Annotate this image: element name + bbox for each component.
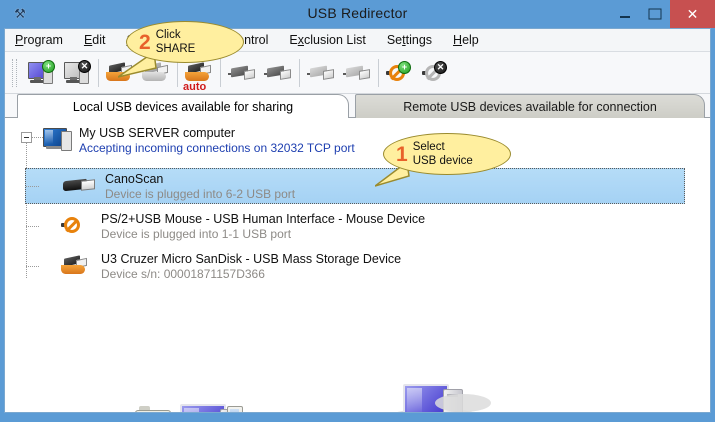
monitor-plus-icon: + bbox=[28, 59, 55, 84]
menu-item-settings[interactable]: Settings bbox=[386, 33, 433, 47]
menu-item-program[interactable]: Program bbox=[15, 33, 63, 47]
usb-plug-icon bbox=[228, 64, 255, 82]
title-bar: ⚒ USB Redirector ✕ bbox=[0, 0, 715, 28]
server-title: My USB SERVER computer bbox=[79, 126, 236, 140]
tree-connector bbox=[26, 143, 27, 278]
tree-connector bbox=[26, 186, 40, 187]
server-status: Accepting incoming connections on 32032 … bbox=[79, 141, 355, 155]
share-usb-device-button[interactable] bbox=[102, 56, 138, 90]
close-button[interactable]: ✕ bbox=[670, 0, 715, 28]
excluded-device-icon bbox=[61, 214, 87, 236]
tree-expander-server[interactable] bbox=[21, 132, 32, 143]
disconnect-device-button[interactable] bbox=[260, 56, 296, 90]
usb-plug-light-icon bbox=[343, 64, 370, 82]
hand-plug-gray-icon bbox=[142, 61, 170, 83]
hand-plug-orange-icon bbox=[106, 61, 134, 83]
tab-remote-usb-devices[interactable]: Remote USB devices available for connect… bbox=[355, 94, 705, 118]
maximize-button[interactable] bbox=[640, 0, 670, 28]
toolbar-separator bbox=[177, 58, 178, 87]
callout-line1: Click bbox=[155, 29, 181, 41]
monitor-remove-icon: ✕ bbox=[64, 59, 91, 84]
device-row-text: U3 Cruzer Micro SanDisk - USB Mass Stora… bbox=[101, 252, 401, 281]
server-computer-icon bbox=[43, 128, 73, 154]
menu-bar: Program Edit Share Remote Control Exclus… bbox=[5, 29, 710, 52]
tab-local-label: Local USB devices available for sharing bbox=[72, 99, 294, 114]
usb-plug-icon bbox=[264, 64, 291, 82]
close-icon: ✕ bbox=[686, 6, 699, 22]
add-to-exclusion-list-button[interactable]: + bbox=[382, 56, 418, 90]
menu-item-exclusion-list[interactable]: Exclusion List bbox=[289, 33, 366, 47]
device-tree: My USB SERVER computer Accepting incomin… bbox=[5, 117, 710, 412]
device-title: U3 Cruzer Micro SanDisk - USB Mass Stora… bbox=[101, 252, 402, 266]
toolbar: + ✕ bbox=[5, 52, 710, 94]
tab-strip: Local USB devices available for sharing … bbox=[5, 94, 710, 118]
callout-line1: Select bbox=[412, 141, 445, 153]
no-sign-plus-icon: + bbox=[386, 60, 412, 84]
callout-select-usb-device: 1 Select USB device bbox=[383, 133, 511, 175]
diagram-shadow bbox=[435, 394, 491, 412]
remove-usb-server-button[interactable]: ✕ bbox=[59, 56, 95, 90]
device-row-text: CanoScan Device is plugged into 6-2 USB … bbox=[105, 172, 295, 201]
server-row-text: My USB SERVER computer Accepting incomin… bbox=[79, 126, 355, 155]
callout-click-share: 2 Click SHARE bbox=[126, 21, 244, 63]
toolbar-grip[interactable] bbox=[12, 58, 17, 87]
device-status: Device is plugged into 1-1 USB port bbox=[101, 227, 292, 241]
hand-plug-auto-icon bbox=[185, 61, 213, 83]
callout-text: Click SHARE bbox=[156, 28, 196, 56]
tree-connector bbox=[26, 226, 40, 227]
connect-device-button[interactable] bbox=[224, 56, 260, 90]
window-controls: ✕ bbox=[610, 0, 715, 28]
tree-connector bbox=[32, 137, 46, 138]
minimize-button[interactable] bbox=[610, 0, 640, 28]
device-status: Device s/n: 00001871157D366 bbox=[101, 267, 265, 281]
minimize-icon bbox=[620, 16, 630, 19]
callout-number: 1 bbox=[396, 142, 408, 166]
add-usb-server-button[interactable]: + bbox=[23, 56, 59, 90]
window-title: USB Redirector bbox=[307, 5, 408, 21]
client-area: Program Edit Share Remote Control Exclus… bbox=[4, 28, 711, 413]
remove-from-exclusion-list-button[interactable]: ✕ bbox=[418, 56, 454, 90]
camcorder-graphic bbox=[135, 406, 179, 412]
device-title: PS/2+USB Mouse - USB Human Interface - M… bbox=[101, 212, 426, 226]
usb-plug-light-icon bbox=[307, 64, 334, 82]
callout-number: 2 bbox=[139, 30, 151, 54]
device-row-text: PS/2+USB Mouse - USB Human Interface - M… bbox=[101, 212, 425, 241]
hand-plug-orange-icon bbox=[61, 255, 89, 276]
connect-auto-button[interactable] bbox=[303, 56, 339, 90]
pda-graphic bbox=[227, 406, 243, 412]
no-sign-remove-icon: ✕ bbox=[422, 60, 448, 84]
toolbar-separator bbox=[378, 58, 379, 87]
tree-connector bbox=[26, 266, 40, 267]
callout-line2: USB device bbox=[412, 155, 473, 167]
toolbar-separator bbox=[98, 58, 99, 87]
menu-item-edit[interactable]: Edit bbox=[83, 33, 106, 47]
callout-line2: SHARE bbox=[155, 43, 196, 55]
device-status: Device is plugged into 6-2 USB port bbox=[105, 187, 296, 201]
toolbar-separator bbox=[299, 58, 300, 87]
toolbar-separator bbox=[220, 58, 221, 87]
usb-over-network-diagram bbox=[5, 376, 710, 412]
device-title: CanoScan bbox=[105, 172, 164, 186]
auto-share-label: auto bbox=[183, 81, 207, 93]
menu-item-help[interactable]: Help bbox=[453, 33, 479, 47]
tab-remote-label: Remote USB devices available for connect… bbox=[403, 99, 657, 114]
unshare-usb-device-button[interactable] bbox=[138, 56, 174, 90]
app-icon: ⚒ bbox=[14, 6, 26, 21]
maximize-icon bbox=[648, 8, 662, 20]
share-auto-button[interactable] bbox=[181, 56, 217, 90]
selected-row-highlight bbox=[25, 168, 685, 204]
tab-local-usb-devices[interactable]: Local USB devices available for sharing bbox=[17, 94, 349, 118]
callout-text: Select USB device bbox=[413, 140, 473, 168]
disconnect-auto-button[interactable] bbox=[339, 56, 375, 90]
scanner-icon bbox=[63, 177, 95, 193]
